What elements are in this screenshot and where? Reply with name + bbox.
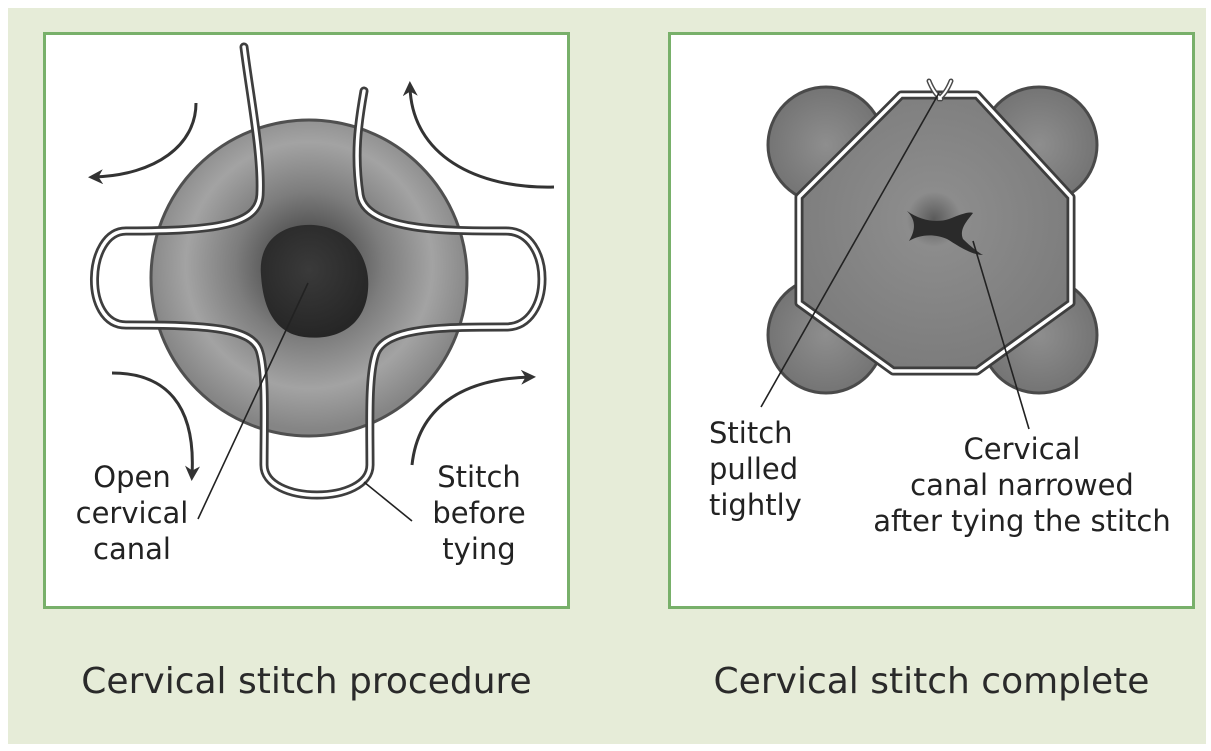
curved-arrow-icon bbox=[412, 377, 530, 465]
caption-stitch-procedure: Cervical stitch procedure bbox=[43, 660, 570, 704]
curved-arrow-icon bbox=[410, 87, 554, 187]
caption-stitch-complete: Cervical stitch complete bbox=[668, 660, 1195, 704]
cervix-gathered bbox=[768, 87, 1097, 393]
label-open-cervical-canal: Open cervical canal bbox=[72, 459, 192, 567]
panel-stitch-procedure: Open cervical canal Stitch before tying bbox=[43, 32, 570, 609]
label-cervical-canal-narrowed: Cervical canal narrowed after tying the … bbox=[857, 431, 1187, 539]
label-stitch-before-tying: Stitch before tying bbox=[424, 459, 534, 567]
label-stitch-pulled-tightly: Stitch pulled tightly bbox=[709, 415, 829, 523]
panel-stitch-complete: Stitch pulled tightly Cervical canal nar… bbox=[668, 32, 1195, 609]
stitch-leader-line bbox=[364, 482, 412, 521]
curved-arrow-icon bbox=[94, 103, 196, 177]
